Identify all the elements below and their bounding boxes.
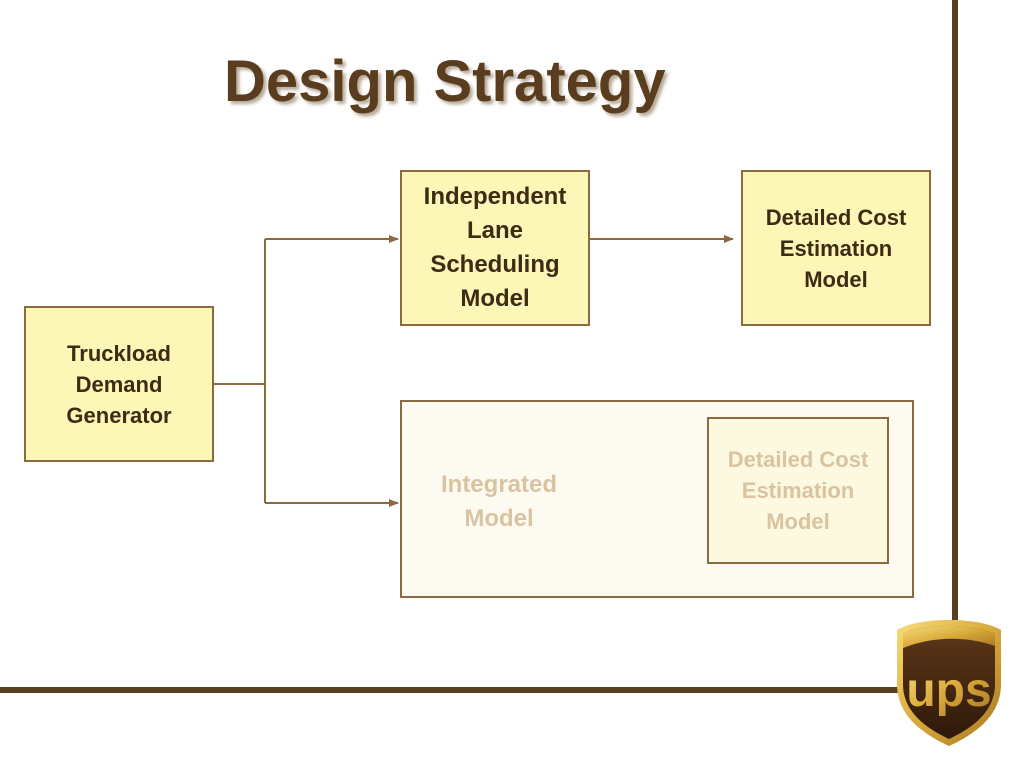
slide-title: Design Strategy: [224, 49, 666, 114]
node-label: Detailed Cost Estimation Model: [765, 204, 907, 292]
node-label: Independent Lane Scheduling Model: [423, 183, 567, 312]
node-detailed-cost-estimation: Detailed Cost Estimation Model: [741, 170, 931, 326]
node-truckload-demand-generator: Truckload Demand Generator: [24, 306, 214, 462]
node-label: Detailed Cost Estimation Model: [727, 447, 869, 534]
node-integrated-model-label: Integrated Model: [440, 471, 557, 532]
node-label: Truckload Demand Generator: [66, 340, 172, 428]
node-independent-lane-scheduling: Independent Lane Scheduling Model: [400, 170, 590, 326]
slide-frame-right: [952, 0, 958, 620]
ups-logo-text: ups: [906, 664, 991, 717]
slide-frame-bottom: [0, 687, 900, 693]
ups-logo-icon: ups: [897, 620, 1001, 746]
node-detailed-cost-estimation-faded: Detailed Cost Estimation Model: [707, 417, 889, 564]
